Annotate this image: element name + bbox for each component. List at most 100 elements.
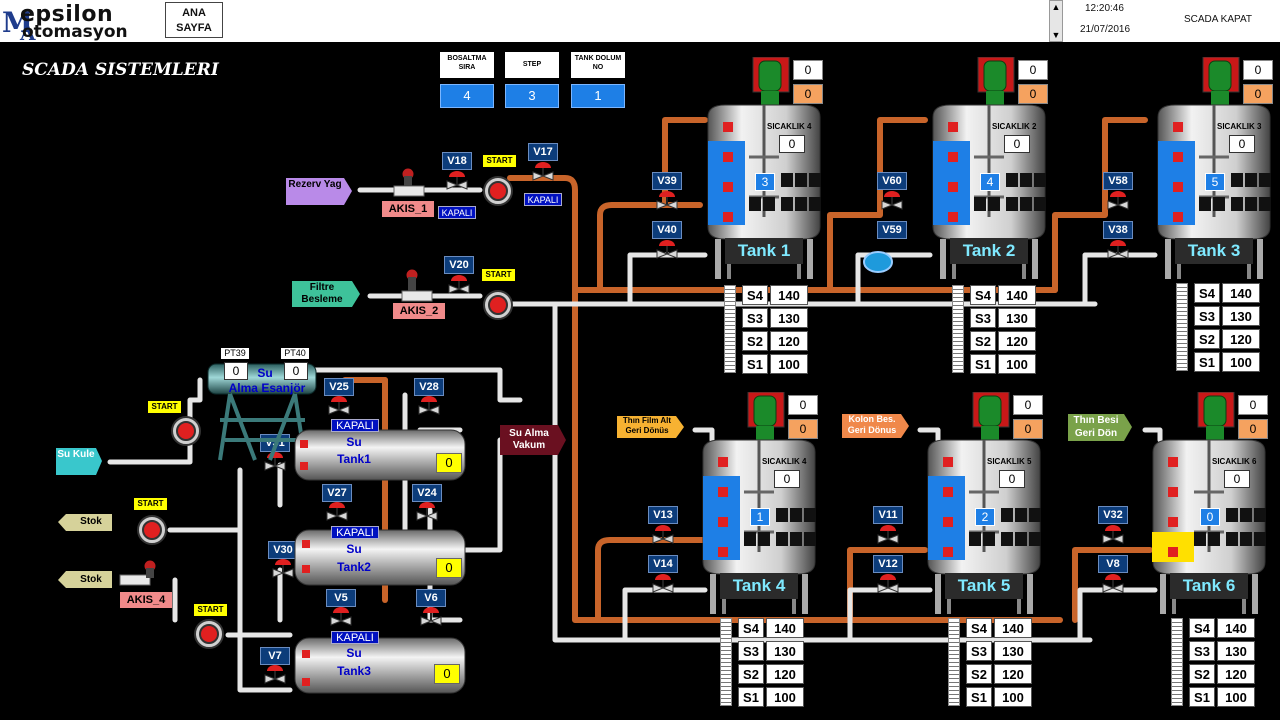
level-value: 140	[1222, 283, 1260, 303]
valve-v24-label: V24	[412, 484, 442, 502]
water-tank3-value: 0	[434, 664, 460, 684]
tank-2-level-ruler	[952, 285, 964, 373]
water-tank2-label-2: Tank2	[337, 560, 371, 574]
start-button-pump-5[interactable]: START	[194, 604, 227, 616]
valve-v18-label: V18	[442, 152, 472, 170]
level-value: 120	[1222, 329, 1260, 349]
scroll-down-icon[interactable]: ▼	[1051, 30, 1061, 40]
tank-6-motor-a: 0	[1238, 395, 1268, 415]
akis1-flowmeter[interactable]: AKIS_1	[382, 201, 434, 217]
level-key: S1	[1194, 352, 1220, 372]
valve-v59-label: V59	[877, 221, 907, 239]
level-key: S2	[966, 664, 992, 684]
tank-4-name[interactable]: Tank 4	[720, 573, 798, 599]
water-tank1-label: Su	[346, 435, 362, 449]
scroll-up-icon[interactable]: ▲	[1051, 2, 1061, 12]
start-button-pump-2[interactable]: START	[482, 269, 515, 281]
tank-dolum-value: 1	[571, 84, 625, 108]
valve-v7-label: V7	[260, 647, 290, 665]
company-logo: M epsilon A otomasyon	[2, 2, 128, 45]
level-value: 140	[1217, 618, 1255, 638]
exchanger-label-top: Su	[257, 366, 273, 380]
water-tank2-label: Su	[346, 542, 362, 556]
valve-v13-label: V13	[648, 506, 678, 524]
scrollbar[interactable]: ▲ ▼	[1049, 0, 1063, 42]
start-button-pump-1[interactable]: START	[483, 155, 516, 167]
tank-6-temp-value: 0	[1224, 470, 1250, 488]
akis4-flowmeter[interactable]: AKIS_4	[120, 592, 172, 608]
tank-4-level-no: 1	[750, 508, 770, 526]
filtre-besleme-tag: Filtre Besleme	[301, 282, 343, 305]
tank-5-name[interactable]: Tank 5	[945, 573, 1023, 599]
tank-1-motor-b: 0	[793, 84, 823, 104]
v17-status: KAPALI	[524, 193, 562, 206]
level-value: 100	[766, 687, 804, 707]
valve-v27-label: V27	[322, 484, 352, 502]
pt39-value: 0	[224, 362, 248, 380]
level-key: S2	[1194, 329, 1220, 349]
valve-v8-label: V8	[1098, 555, 1128, 573]
tank-4-level-ruler	[720, 618, 732, 706]
valve-v25-label: V25	[324, 378, 354, 396]
page-title: SCADA SISTEMLERI	[22, 60, 219, 80]
water-tank1-value: 0	[436, 453, 462, 473]
water-tank3-status: KAPALI	[331, 631, 379, 644]
level-key: S3	[742, 308, 768, 328]
valve-v30-label: V30	[268, 541, 298, 559]
tank-2-motor-a: 0	[1018, 60, 1048, 80]
level-value: 120	[998, 331, 1036, 351]
level-key: S3	[970, 308, 996, 328]
tank-1-motor-a: 0	[793, 60, 823, 80]
tank-6-name[interactable]: Tank 6	[1170, 573, 1248, 599]
start-button-pump-4[interactable]: START	[134, 498, 167, 510]
start-button-pump-3[interactable]: START	[148, 401, 181, 413]
valve-v6-label: V6	[416, 589, 446, 607]
home-button[interactable]: ANA SAYFA	[165, 2, 223, 38]
valve-v20-label: V20	[444, 256, 474, 274]
tank-5-level-no: 2	[975, 508, 995, 526]
tank-3-temp-value: 0	[1229, 135, 1255, 153]
level-value: 120	[994, 664, 1032, 684]
pt39-label: PT39	[221, 348, 249, 359]
level-value: 130	[1222, 306, 1260, 326]
level-key: S1	[738, 687, 764, 707]
tank-3-name[interactable]: Tank 3	[1175, 238, 1253, 264]
tank-4-motor-a: 0	[788, 395, 818, 415]
kolon-tag: Kolon Bes. Geri Dönus	[847, 414, 897, 435]
clock-time: 12:20:46	[1085, 3, 1124, 14]
thin-besi-tag: Thın Besi Geri Dön	[1073, 415, 1119, 439]
tank-2-name[interactable]: Tank 2	[950, 238, 1028, 264]
pt40-value: 0	[284, 362, 308, 380]
level-key: S4	[1194, 283, 1220, 303]
akis2-flowmeter[interactable]: AKIS_2	[393, 303, 445, 319]
tank-1-name[interactable]: Tank 1	[725, 238, 803, 264]
bosaltma-value: 4	[440, 84, 494, 108]
level-value: 120	[1217, 664, 1255, 684]
level-value: 120	[770, 331, 808, 351]
close-scada-button[interactable]: SCADA KAPAT	[1184, 14, 1252, 25]
level-key: S2	[1189, 664, 1215, 684]
water-tank2-value: 0	[436, 558, 462, 578]
level-key: S4	[966, 618, 992, 638]
tank-2-temp-label: SICAKLIK 2	[992, 122, 1037, 131]
tank-4-temp-label: SICAKLIK 4	[762, 457, 807, 466]
level-value: 100	[1222, 352, 1260, 372]
clock-date: 21/07/2016	[1080, 24, 1131, 35]
valve-v17-label: V17	[528, 143, 558, 161]
level-key: S2	[738, 664, 764, 684]
level-value: 130	[766, 641, 804, 661]
